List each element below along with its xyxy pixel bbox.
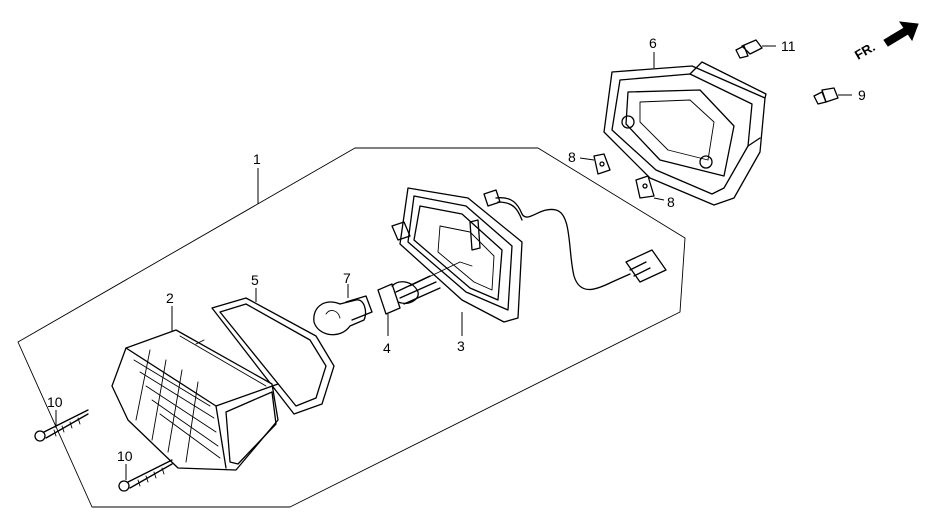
callout-4: 4 xyxy=(383,340,391,356)
front-direction-marker: FR. xyxy=(852,21,919,63)
part-10-screw-upper xyxy=(34,409,89,442)
part-4-socket xyxy=(377,261,473,336)
callout-3: 3 xyxy=(457,338,465,354)
callout-2: 2 xyxy=(166,290,174,306)
part-8-clip-lower xyxy=(635,175,665,201)
callout-10-lower: 10 xyxy=(117,448,133,464)
callout-10-upper: 10 xyxy=(47,394,63,410)
callout-9: 9 xyxy=(858,87,866,103)
part-5-gasket xyxy=(211,288,335,415)
part-7-bulb xyxy=(313,284,373,336)
part-10-screw-lower xyxy=(118,459,173,492)
part-6-housing xyxy=(603,61,767,206)
assembly-outline xyxy=(17,147,686,508)
front-arrow-icon xyxy=(883,21,919,47)
front-direction-label: FR. xyxy=(852,39,878,62)
callout-8-lower: 8 xyxy=(667,194,675,210)
callout-11: 11 xyxy=(781,38,796,54)
part-9-bolt xyxy=(813,87,852,105)
callout-5: 5 xyxy=(251,272,259,288)
callout-6: 6 xyxy=(649,35,657,51)
callout-8-upper: 8 xyxy=(568,149,576,165)
part-2-lens xyxy=(111,306,279,471)
callout-1: 1 xyxy=(253,151,261,167)
part-11-bolt xyxy=(735,39,776,59)
callout-7: 7 xyxy=(343,270,351,286)
part-3-lamp-base xyxy=(391,187,667,336)
part-8-clip-upper xyxy=(579,153,611,175)
